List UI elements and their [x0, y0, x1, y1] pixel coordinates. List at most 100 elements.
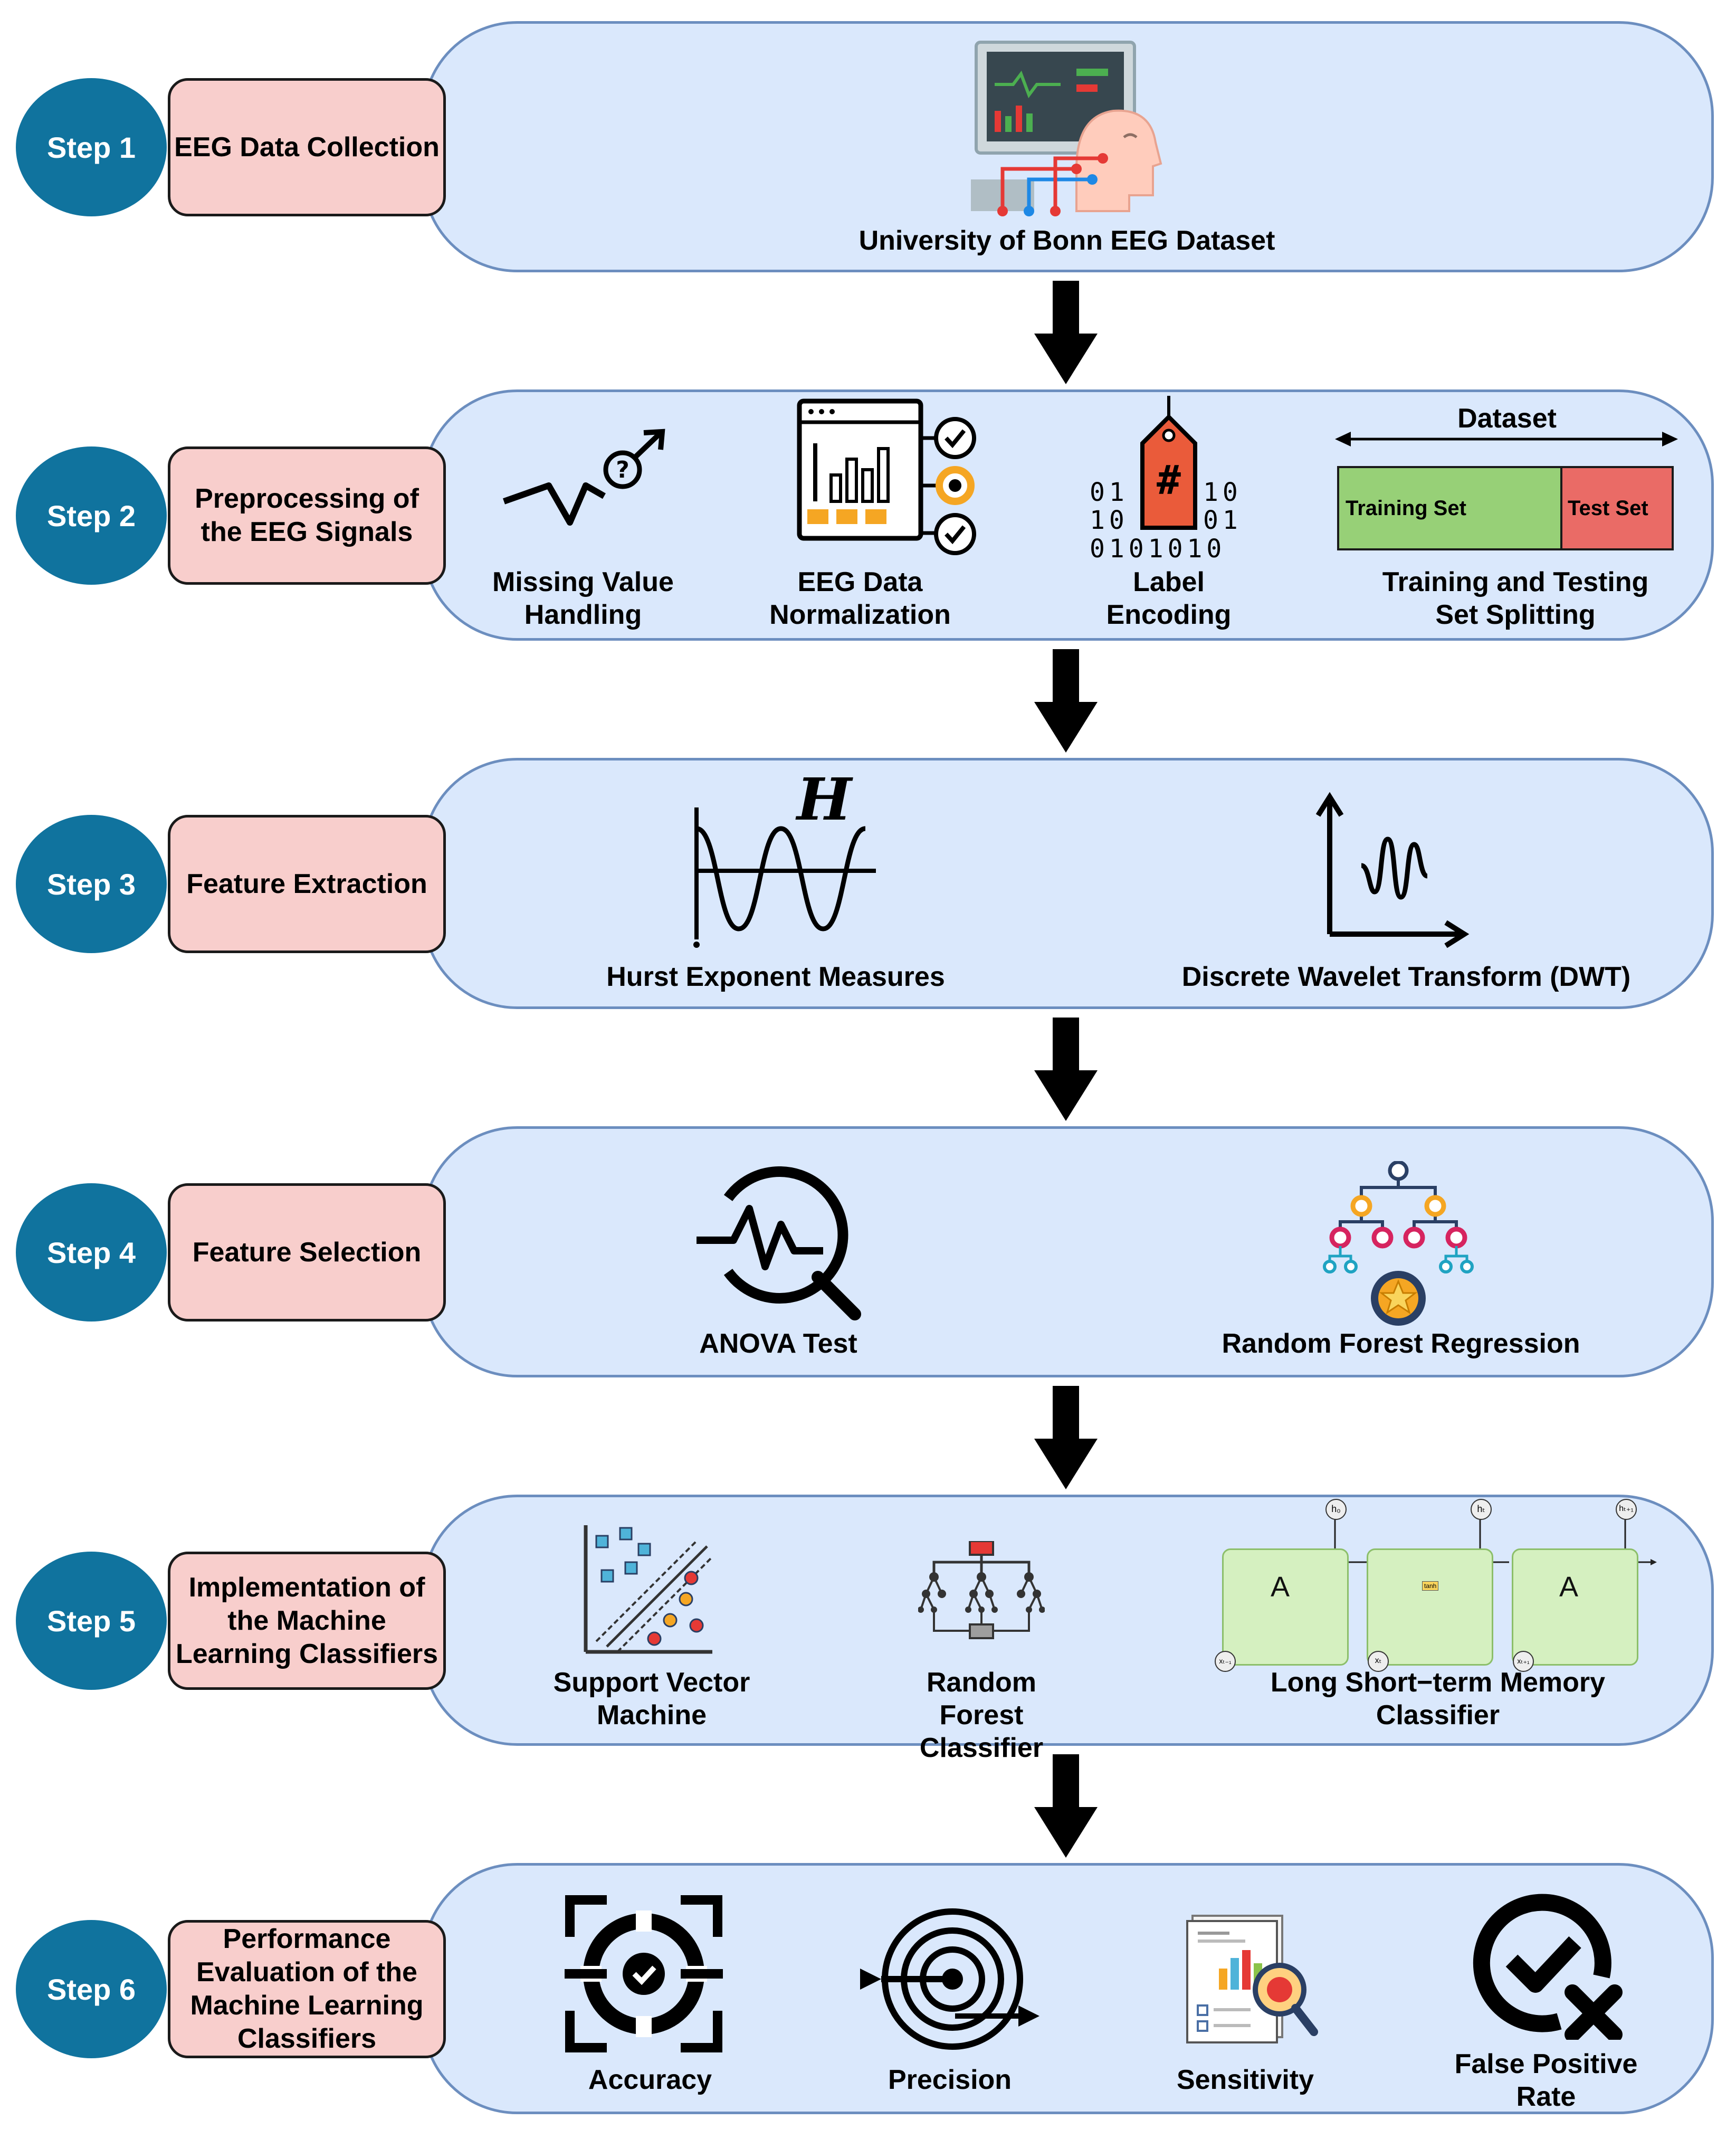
precision-dartboard-icon — [860, 1908, 1039, 2050]
lstm-input-1: xₜ₋₁ — [1215, 1651, 1236, 1672]
hurst-wave-icon: H — [686, 765, 886, 950]
fpr-label: False Positive Rate — [1454, 2049, 1638, 2112]
dataset-span-arrow — [1335, 432, 1678, 446]
binary-row-1-left: 01 — [1090, 478, 1129, 507]
step-3-item-2-label: Discrete Wavelet Transform (DWT) — [1182, 961, 1630, 993]
split-label: Training and Testing Set Splitting — [1382, 567, 1649, 630]
hurst-symbol: H — [797, 765, 852, 833]
missing-value-label: Missing Value Handling — [492, 567, 674, 630]
step-5-panel — [422, 1495, 1714, 1746]
step-6-item-4-label: False Positive Rate — [1446, 2048, 1646, 2113]
wavelet-axes-icon — [1315, 792, 1470, 948]
sensitivity-report-icon — [1186, 1915, 1318, 2043]
dwt-label: Discrete Wavelet Transform (DWT) — [1181, 962, 1631, 992]
binary-row-1-right: 10 — [1203, 478, 1242, 507]
step-2-badge: Step 2 — [16, 446, 167, 585]
eeg-monitor-head-icon — [971, 41, 1162, 216]
lstm-cell-1-label: A — [1271, 1571, 1290, 1603]
svm-scatter-icon — [584, 1525, 713, 1654]
normalization-label: EEG Data Normalization — [769, 567, 951, 630]
step-5-item-1-label: Support Vector Machine — [551, 1666, 752, 1732]
rf-regression-label: Random Forest Regression — [1222, 1328, 1580, 1359]
step-6-item-2-label: Precision — [888, 2064, 1012, 2096]
lstm-cell-2 — [1367, 1548, 1493, 1666]
step-5-badge: Step 5 — [16, 1552, 167, 1690]
arrow-step5-to-step6 — [1034, 1754, 1098, 1858]
data-normalization-icon — [797, 398, 976, 555]
random-forest-tree-icon — [1323, 1161, 1474, 1326]
step-4-badge: Step 4 — [16, 1183, 167, 1322]
dataset-label-text: Dataset — [1457, 403, 1557, 434]
training-set-box: Training Set — [1337, 466, 1562, 550]
step-6-badge: Step 6 — [16, 1920, 167, 2058]
lstm-cell-3 — [1512, 1548, 1638, 1666]
step-5-title: Implementation of the Machine Learning C… — [168, 1552, 446, 1690]
accuracy-label: Accuracy — [588, 2065, 712, 2095]
rf-classifier-label: Random Forest Classifier — [919, 1667, 1044, 1763]
step-4-title-text: Feature Selection — [192, 1237, 422, 1268]
lstm-gate: tanh — [1422, 1581, 1439, 1591]
lstm-label: Long Short−term Memory Classifier — [1270, 1667, 1606, 1731]
step-2-title: Preprocessing of the EEG Signals — [168, 446, 446, 585]
precision-label: Precision — [888, 2065, 1012, 2095]
lstm-cell-1 — [1222, 1548, 1349, 1666]
step-6-item-3-label: Sensitivity — [1177, 2064, 1314, 2096]
university-of-bonn-label: University of Bonn EEG Dataset — [859, 225, 1275, 256]
tag-symbol: # — [1157, 457, 1181, 503]
arrow-step2-to-step3 — [1034, 649, 1098, 753]
step-2-badge-text: Step 2 — [46, 499, 136, 533]
label-encoding-label: Label Encoding — [1106, 567, 1232, 630]
svm-label: Support Vector Machine — [553, 1667, 750, 1731]
step-4-badge-text: Step 4 — [46, 1235, 136, 1269]
label-tag-binary-icon: # 01 10 10 01 0101010 — [1084, 396, 1253, 570]
step-6-title: Performance Evaluation of the Machine Le… — [168, 1920, 446, 2058]
arrow-step1-to-step2 — [1034, 281, 1098, 384]
step-1-title-text: EEG Data Collection — [174, 131, 440, 163]
step-5-title-text: Implementation of the Machine Learning C… — [175, 1572, 438, 1669]
step-3-panel — [422, 758, 1714, 1009]
step-4-item-2-label: Random Forest Regression — [1222, 1327, 1580, 1360]
binary-row-2-right: 01 — [1203, 506, 1242, 535]
anova-label: ANOVA Test — [699, 1328, 857, 1359]
step-1-title: EEG Data Collection — [168, 78, 446, 216]
arrow-step4-to-step5 — [1034, 1386, 1098, 1489]
step-5-item-2-label: Random Forest Classifier — [881, 1666, 1082, 1764]
lstm-output-1: h₀ — [1325, 1499, 1347, 1520]
binary-row-2-left: 10 — [1090, 506, 1129, 535]
step-1-badge-text: Step 1 — [46, 130, 136, 164]
step-4-panel — [422, 1126, 1714, 1377]
false-positive-icon — [1473, 1894, 1623, 2040]
svg-text:?: ? — [616, 457, 629, 483]
test-set-box: Test Set — [1560, 466, 1674, 550]
lstm-input-3: xₜ₊₁ — [1513, 1651, 1534, 1672]
lstm-cell-3-label: A — [1559, 1571, 1579, 1603]
binary-row-3: 0101010 — [1090, 534, 1226, 564]
anova-magnifier-icon — [697, 1166, 861, 1320]
step-1-badge: Step 1 — [16, 78, 167, 216]
lstm-diagram-icon: A A tanh h₀ hₜ hₜ₊₁ xₜ₋₁ xₜ xₜ₊₁ — [1214, 1499, 1657, 1673]
step-3-badge-text: Step 3 — [46, 867, 136, 901]
arrow-step3-to-step4 — [1034, 1018, 1098, 1121]
step-3-item-1-label: Hurst Exponent Measures — [606, 961, 945, 993]
lstm-output-2: hₜ — [1471, 1499, 1492, 1520]
step-6-item-1-label: Accuracy — [588, 2064, 712, 2096]
accuracy-target-icon — [565, 1895, 723, 2052]
step-2-item-1-label: Missing Value Handling — [483, 566, 683, 631]
lstm-input-2: xₜ — [1368, 1651, 1389, 1672]
step-5-item-3-label: Long Short−term Memory Classifier — [1253, 1666, 1623, 1732]
step-2-title-text: Preprocessing of the EEG Signals — [195, 483, 419, 547]
step-4-item-1-label: ANOVA Test — [699, 1327, 857, 1360]
step-5-badge-text: Step 5 — [46, 1604, 136, 1638]
lstm-output-3: hₜ₊₁ — [1616, 1499, 1637, 1520]
hurst-label: Hurst Exponent Measures — [606, 962, 945, 992]
sensitivity-label: Sensitivity — [1176, 2065, 1314, 2095]
step-2-item-4-label: Training and Testing Set Splitting — [1368, 566, 1663, 631]
step-3-title-text: Feature Extraction — [186, 868, 427, 899]
forest-classifier-icon — [918, 1541, 1045, 1639]
step-1-item-label: University of Bonn EEG Dataset — [859, 224, 1275, 257]
missing-value-trend-icon: ? — [503, 429, 665, 526]
step-6-badge-text: Step 6 — [46, 1972, 136, 2006]
test-set-text: Test Set — [1568, 496, 1648, 520]
training-set-text: Training Set — [1346, 496, 1466, 520]
step-3-title: Feature Extraction — [168, 815, 446, 953]
